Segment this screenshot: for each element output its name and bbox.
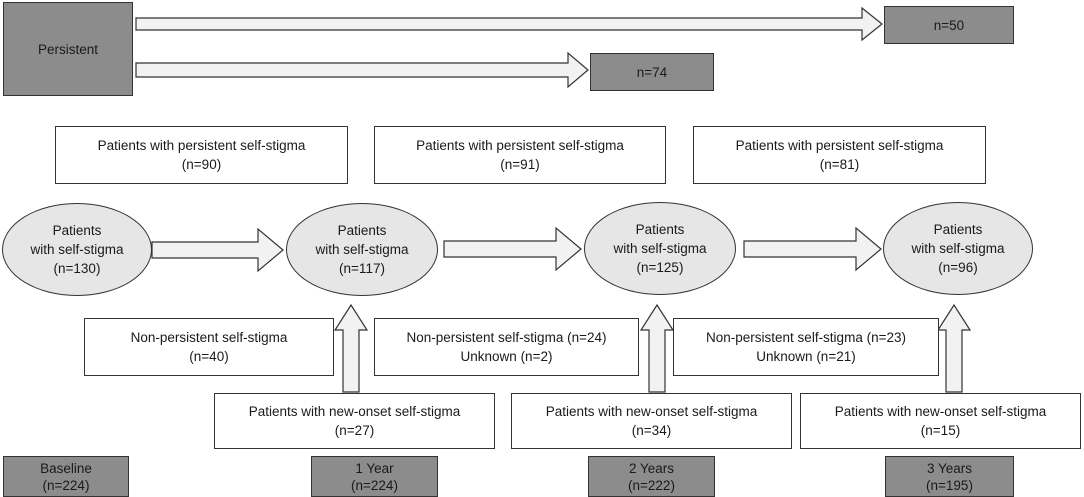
new-onset-line2: (n=15) bbox=[920, 423, 961, 438]
persistent-box-line2: (n=90) bbox=[181, 157, 222, 172]
persistent-box-year1: Patients with persistent self-stigma (n=… bbox=[55, 126, 348, 184]
ellipse-line1: Patients bbox=[52, 223, 102, 238]
arrow-baseline-to-year1 bbox=[151, 227, 284, 273]
non-persistent-line1: Non-persistent self-stigma bbox=[130, 330, 288, 345]
ellipse-line2: with self-stigma bbox=[613, 241, 707, 256]
legend-value-middle: n=74 bbox=[636, 64, 668, 80]
ellipse-baseline: Patients with self-stigma (n=130) bbox=[2, 203, 152, 296]
timepoint-n: (n=195) bbox=[926, 478, 973, 493]
new-onset-line1: Patients with new-onset self-stigma bbox=[545, 404, 758, 419]
arrow-year1-to-year2 bbox=[443, 226, 582, 272]
new-onset-line1: Patients with new-onset self-stigma bbox=[248, 404, 461, 419]
timepoint-label: 1 Year bbox=[355, 461, 394, 476]
persistent-box-line2: (n=91) bbox=[500, 157, 540, 172]
ellipse-line3: (n=130) bbox=[53, 261, 101, 276]
persistent-box-line1: Patients with persistent self-stigma bbox=[735, 138, 944, 153]
persistent-legend-box: Persistent bbox=[3, 2, 133, 96]
timepoint-n: (n=222) bbox=[628, 478, 675, 493]
ellipse-line1: Patients bbox=[337, 223, 387, 238]
timepoint-year2: 2 Years (n=222) bbox=[588, 456, 715, 497]
non-persistent-box-year1: Non-persistent self-stigma (n=40) bbox=[84, 318, 334, 376]
non-persistent-line2: Unknown (n=21) bbox=[756, 349, 856, 364]
ellipse-line2: with self-stigma bbox=[30, 242, 124, 257]
ellipse-year2: Patients with self-stigma (n=125) bbox=[584, 202, 736, 295]
ellipse-line2: with self-stigma bbox=[911, 241, 1005, 256]
non-persistent-line2: Unknown (n=2) bbox=[460, 349, 553, 364]
legend-value-top: n=50 bbox=[933, 17, 965, 33]
timepoint-n: (n=224) bbox=[42, 478, 90, 493]
timepoint-label: Baseline bbox=[40, 461, 92, 476]
timepoint-year3: 3 Years (n=195) bbox=[885, 456, 1014, 497]
persistent-box-line1: Patients with persistent self-stigma bbox=[97, 138, 306, 153]
ellipse-line3: (n=125) bbox=[636, 260, 684, 275]
new-onset-box-year1: Patients with new-onset self-stigma (n=2… bbox=[214, 393, 495, 449]
timepoint-label: 3 Years bbox=[926, 461, 973, 476]
non-persistent-box-year3: Non-persistent self-stigma (n=23) Unknow… bbox=[673, 318, 939, 376]
ellipse-line3: (n=96) bbox=[938, 260, 978, 275]
non-persistent-box-year2: Non-persistent self-stigma (n=24) Unknow… bbox=[374, 318, 639, 376]
ellipse-year3: Patients with self-stigma (n=96) bbox=[883, 202, 1033, 295]
persistent-box-line2: (n=81) bbox=[819, 157, 860, 172]
persistent-box-line1: Patients with persistent self-stigma bbox=[416, 138, 624, 153]
non-persistent-line1: Non-persistent self-stigma (n=23) bbox=[706, 330, 906, 345]
new-onset-line2: (n=27) bbox=[334, 423, 375, 438]
timepoint-year1: 1 Year (n=224) bbox=[311, 456, 438, 497]
ellipse-line3: (n=117) bbox=[339, 261, 385, 276]
arrow-new-onset-to-year2 bbox=[639, 303, 675, 393]
ellipse-line2: with self-stigma bbox=[315, 242, 409, 257]
arrow-year2-to-year3 bbox=[743, 226, 882, 272]
new-onset-box-year3: Patients with new-onset self-stigma (n=1… bbox=[800, 393, 1081, 449]
legend-arrow-top bbox=[135, 6, 883, 42]
arrow-new-onset-to-year1 bbox=[333, 303, 369, 393]
legend-value-box-middle: n=74 bbox=[590, 53, 714, 91]
new-onset-line2: (n=34) bbox=[631, 423, 672, 438]
persistent-box-year2: Patients with persistent self-stigma (n=… bbox=[374, 126, 666, 184]
ellipse-year1: Patients with self-stigma (n=117) bbox=[286, 203, 438, 296]
new-onset-line1: Patients with new-onset self-stigma bbox=[834, 404, 1047, 419]
non-persistent-line2: (n=40) bbox=[189, 349, 229, 364]
persistent-legend-label: Persistent bbox=[37, 41, 99, 57]
timepoint-baseline: Baseline (n=224) bbox=[3, 456, 129, 497]
non-persistent-line1: Non-persistent self-stigma (n=24) bbox=[406, 330, 607, 345]
ellipse-line1: Patients bbox=[933, 222, 983, 237]
new-onset-box-year2: Patients with new-onset self-stigma (n=3… bbox=[511, 393, 792, 449]
legend-value-box-top: n=50 bbox=[884, 6, 1014, 44]
legend-arrow-middle bbox=[135, 51, 589, 89]
timepoint-label: 2 Years bbox=[628, 461, 675, 476]
arrow-new-onset-to-year3 bbox=[936, 303, 972, 393]
persistent-box-year3: Patients with persistent self-stigma (n=… bbox=[693, 126, 986, 184]
timepoint-n: (n=224) bbox=[351, 478, 398, 493]
ellipse-line1: Patients bbox=[635, 222, 685, 237]
